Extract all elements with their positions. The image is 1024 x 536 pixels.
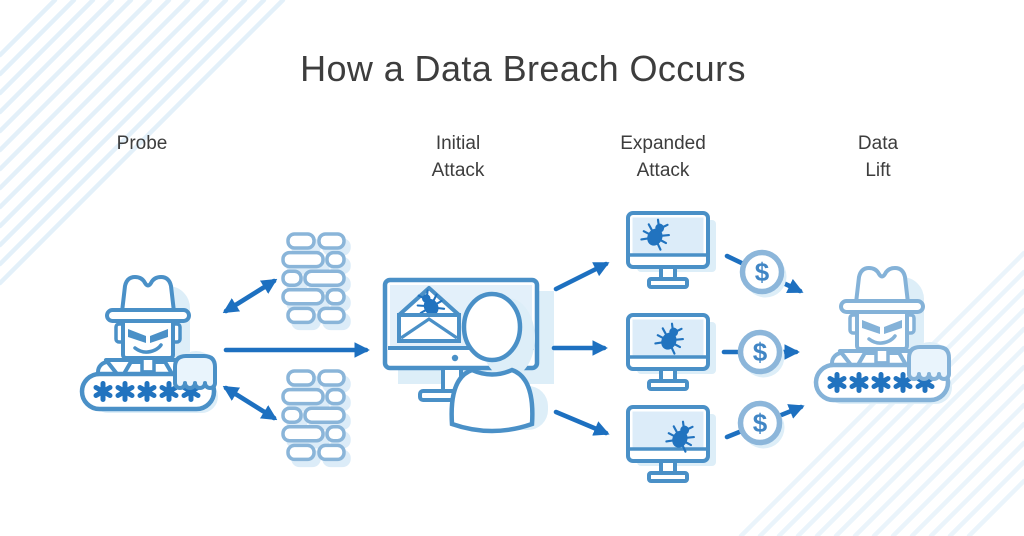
stage-label-data-lift: Data Lift bbox=[857, 133, 899, 181]
stage-label-initial-attack: Initial Attack bbox=[431, 133, 485, 181]
corner-hatch-top-left bbox=[0, 0, 286, 286]
person-silhouette-icon bbox=[449, 291, 548, 434]
infected-monitor-2 bbox=[626, 313, 718, 391]
dollar-coin-2: $ bbox=[741, 333, 785, 378]
firewall-wall-bottom bbox=[281, 369, 351, 468]
infected-monitor-1 bbox=[626, 211, 718, 289]
probe-arrows bbox=[222, 278, 370, 421]
stage-label-probe: Probe bbox=[116, 133, 168, 154]
dollar-glyph: $ bbox=[755, 257, 770, 287]
victim-computer bbox=[382, 277, 554, 434]
hacker-icon-left bbox=[82, 277, 218, 413]
stage-label-expanded-attack: Expanded Attack bbox=[620, 133, 706, 181]
phishing-email-icon bbox=[397, 285, 461, 343]
dollar-glyph: $ bbox=[753, 408, 768, 438]
dollar-coin-3: $ bbox=[741, 404, 785, 449]
expansion-arrows bbox=[551, 261, 610, 436]
dollar-glyph: $ bbox=[753, 337, 768, 367]
dollar-coin-1: $ bbox=[743, 253, 787, 298]
firewall-wall-top bbox=[281, 232, 351, 331]
page-title: How a Data Breach Occurs bbox=[300, 48, 746, 89]
infected-monitor-3 bbox=[626, 405, 718, 483]
hacker-icon-right bbox=[816, 268, 952, 404]
